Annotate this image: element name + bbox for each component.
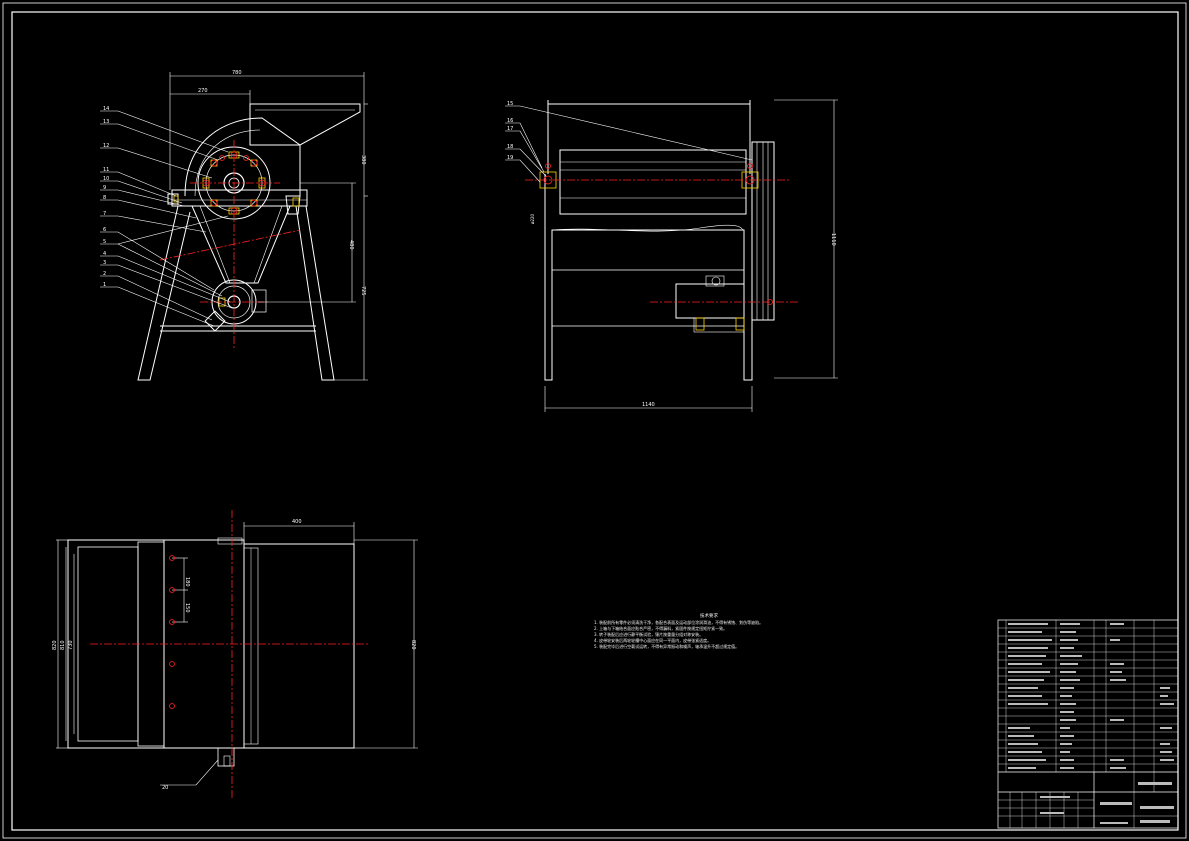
side-note: ø220 <box>530 213 535 224</box>
dim-inlet-width: 400 <box>292 519 302 525</box>
side-dim-text: 1110 1140 <box>642 233 836 408</box>
side-center-lines <box>525 179 800 303</box>
dim-bolt-pitch-1: 180 <box>184 577 190 587</box>
part-label: 10 <box>103 176 109 182</box>
technical-note-line: 2. 上箱与下箱结合面应贴合严密，不得漏料，紧固件按规定扭矩拧紧一致。 <box>594 626 728 631</box>
dim-depth: 820 <box>410 640 416 650</box>
part-label: 1 <box>103 282 106 288</box>
technical-notes: 技术要求 1. 装配前所有零件必须清洗干净，各配合表面及运动部位涂润滑油，不得有… <box>594 614 854 650</box>
part-label: 13 <box>103 119 109 125</box>
dim-overall-width: 780 <box>232 70 242 76</box>
part-label: 5 <box>103 239 106 245</box>
dim-overall-height: 1110 <box>830 233 836 246</box>
dim-bolt-pitch-2: 150 <box>184 603 190 613</box>
front-part-labels: 14 13 12 11 10 9 8 7 6 5 4 3 2 1 <box>103 106 109 288</box>
dim-w3: 730 <box>68 640 74 650</box>
top-view <box>67 537 355 767</box>
title-block-text <box>1008 623 1174 824</box>
side-view <box>544 99 838 412</box>
part-label: 3 <box>103 260 106 266</box>
dim-center-height: 725 <box>360 286 366 296</box>
front-dimensions <box>169 72 368 381</box>
top-center-lines <box>90 510 370 800</box>
part-label: 2 <box>103 271 106 277</box>
side-part-labels: 15 16 17 18 19 ø220 <box>507 101 535 224</box>
part-label: 15 <box>507 101 513 107</box>
part-label: 12 <box>103 143 109 149</box>
dim-hopper-height: 380 <box>360 155 366 165</box>
technical-note-line: 1. 装配前所有零件必须清洗干净，各配合表面及运动部位涂润滑油，不得有锈蚀、划伤… <box>594 620 764 625</box>
part-label: 4 <box>103 251 106 257</box>
technical-note-line: 4. 皮带轮安装后两轮轮槽中心面应在同一平面内，皮带张紧适度。 <box>594 638 712 643</box>
dim-w2: 810 <box>60 640 66 650</box>
top-view-holes <box>169 555 175 709</box>
part-label: 6 <box>103 227 106 233</box>
technical-note-line: 5. 装配完毕后进行空载试运转，不得有异常振动和噪声，轴承温升不超过规定值。 <box>594 644 740 649</box>
part-label: 19 <box>507 155 513 161</box>
part-label: 9 <box>103 185 106 191</box>
part-label: 18 <box>507 144 513 150</box>
dim-w1: 820 <box>52 640 58 650</box>
part-label: 16 <box>507 118 513 124</box>
top-dim-text: 400 180 150 820 810 730 820 20 <box>52 519 416 791</box>
part-label: 17 <box>507 126 513 132</box>
top-view-dims <box>56 522 418 786</box>
front-center-lines <box>159 140 301 350</box>
dim-top-offset: 270 <box>198 88 208 94</box>
part-label: 8 <box>103 195 106 201</box>
part-label: 20 <box>162 785 168 791</box>
technical-note-line: 3. 转子装配后应进行静平衡试验，锤片按重量分组对称安装。 <box>594 632 704 637</box>
dim-frame-height: 480 <box>348 240 354 250</box>
dim-overall-width: 1140 <box>642 402 655 408</box>
technical-notes-title: 技术要求 <box>700 614 718 619</box>
front-leaders <box>100 110 233 327</box>
part-label: 11 <box>103 167 109 173</box>
side-leaders <box>505 105 753 183</box>
title-block <box>997 619 1179 829</box>
part-label: 7 <box>103 211 106 217</box>
part-label: 14 <box>103 106 109 112</box>
front-dim-text: 780 270 380 480 725 <box>198 70 366 296</box>
